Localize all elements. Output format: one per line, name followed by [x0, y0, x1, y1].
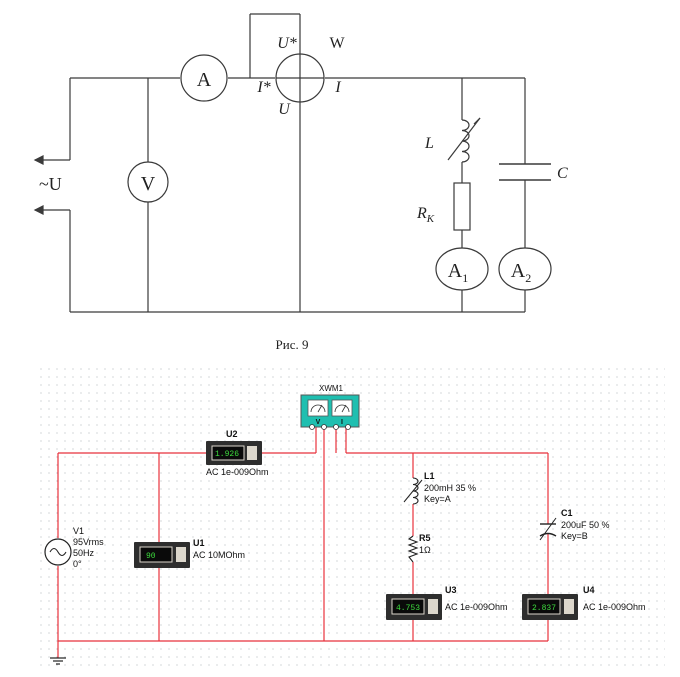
wattmeter-u-star: U* — [277, 35, 297, 52]
capacitor-symbol — [499, 163, 551, 181]
simulation-wires — [57, 427, 549, 658]
r5-value: 1Ω — [419, 545, 431, 555]
source-label: ~U — [39, 174, 62, 194]
variable-capacitor-c1[interactable]: C1 200uF 50 % Key=B — [539, 508, 610, 541]
wattmeter-u: U — [278, 101, 291, 118]
svg-text:A2: A2 — [511, 260, 531, 285]
multimeter-u1[interactable]: U1 90 AC 10MOhm — [134, 538, 245, 568]
ammeter-a2-symbol: A2 — [498, 247, 552, 291]
wattmeter-i: I — [334, 79, 341, 96]
ac-source-v1[interactable]: V1 95Vrms 50Hz 0° — [44, 526, 104, 569]
xwm1-i-label: I — [341, 419, 343, 426]
variable-inductor-symbol — [447, 117, 481, 163]
u4-ref: U4 — [583, 585, 595, 595]
wattmeter-name: W — [329, 35, 345, 52]
wattmeter-xwm1[interactable]: XWM1 V I — [300, 384, 360, 430]
resistor-label: RK — [416, 205, 435, 225]
wattmeter-i-star: I* — [256, 79, 270, 96]
u4-reading: 2.837 — [532, 604, 556, 613]
capacitor-label: C — [557, 165, 568, 182]
multimeter-u3[interactable]: U3 4.753 AC 1e-009Ohm — [386, 585, 508, 620]
wattmeter-symbol: U* W I* I U — [256, 35, 345, 118]
multimeter-u4[interactable]: U4 2.837 AC 1e-009Ohm — [522, 585, 646, 620]
ground-symbol — [50, 657, 66, 665]
u3-reading: 4.753 — [396, 604, 420, 613]
multimeter-u2[interactable]: U2 1.926 AC 1e-009Ohm — [206, 429, 269, 477]
l1-key: Key=A — [424, 494, 451, 504]
ammeter-a1-symbol: A1 — [435, 247, 489, 291]
v1-voltage: 95Vrms — [73, 537, 104, 547]
c1-value: 200uF 50 % — [561, 520, 610, 530]
ammeter-label: A — [197, 69, 212, 91]
resistor-r5[interactable]: R5 1Ω — [407, 533, 431, 563]
v1-phase: 0° — [73, 559, 82, 569]
voltmeter-label: V — [141, 173, 156, 195]
xwm1-v-label: V — [316, 419, 321, 426]
u3-ref: U3 — [445, 585, 457, 595]
u2-ref: U2 — [226, 429, 238, 439]
voltmeter-symbol: V — [127, 161, 169, 203]
u3-info: AC 1e-009Ohm — [445, 602, 508, 612]
schematic-diagram — [33, 13, 526, 313]
v1-frequency: 50Hz — [73, 548, 95, 558]
xwm1-ref: XWM1 — [319, 384, 344, 393]
u1-info: AC 10MOhm — [193, 550, 245, 560]
u1-ref: U1 — [193, 538, 205, 548]
variable-inductor-l1[interactable]: L1 200mH 35 % Key=A — [403, 471, 476, 505]
c1-ref: C1 — [561, 508, 573, 518]
resistor-symbol — [453, 182, 471, 231]
figure-caption: Рис. 9 — [276, 337, 309, 352]
u2-info: AC 1e-009Ohm — [206, 467, 269, 477]
ammeter-symbol: A — [180, 54, 228, 102]
v1-ref: V1 — [73, 526, 84, 536]
r5-ref: R5 — [419, 533, 431, 543]
c1-key: Key=B — [561, 531, 588, 541]
l1-ref: L1 — [424, 471, 435, 481]
inductor-label: L — [424, 135, 434, 152]
svg-text:A1: A1 — [448, 260, 468, 285]
u4-info: AC 1e-009Ohm — [583, 602, 646, 612]
u2-reading: 1.926 — [215, 450, 239, 459]
l1-value: 200mH 35 % — [424, 483, 476, 493]
u1-reading: 90 — [146, 552, 156, 561]
